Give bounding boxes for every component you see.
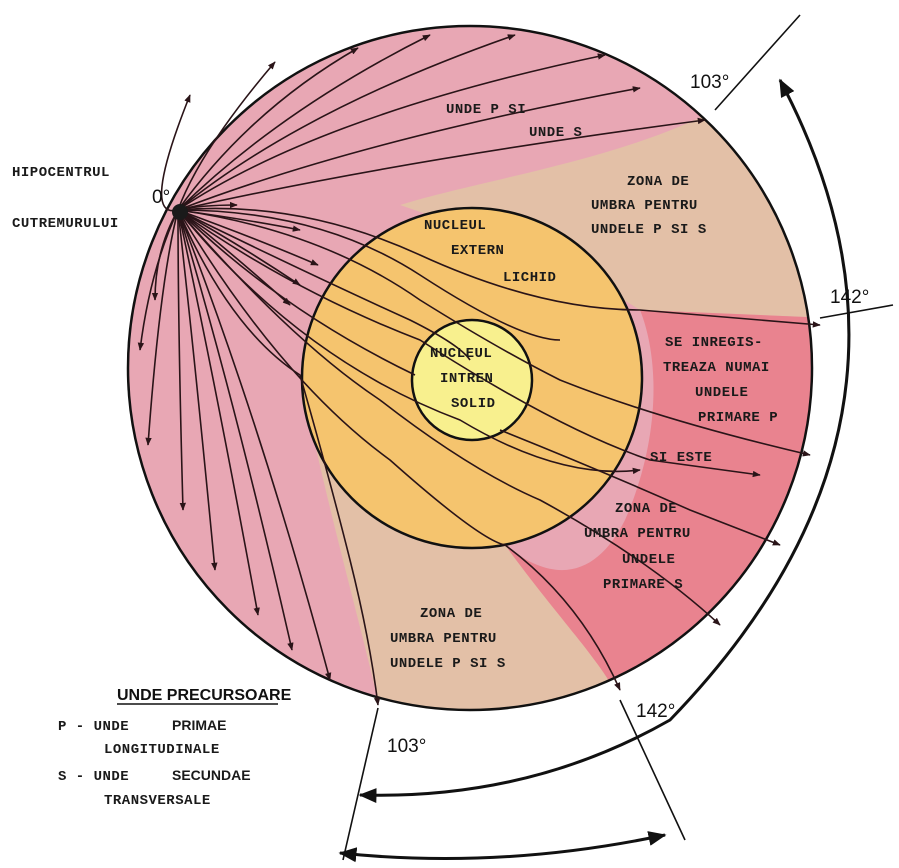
degree-142-right-label: 142° (830, 287, 869, 308)
angle-markers (338, 14, 894, 863)
marker-142-right (819, 304, 894, 319)
legend-p-word: PRIMAE (172, 717, 226, 733)
p-only-label-line1: SE INREGIS- (665, 335, 763, 351)
outer-core-label-line3: LICHID (503, 270, 556, 286)
shadow-ps-top-line1: ZONA DE (627, 174, 689, 190)
degree-103-bottom-label: 103° (387, 736, 426, 757)
p-only-label-line5: SI ESTE (650, 450, 712, 466)
shadow-s-label-line2: UMBRA PENTRU (584, 526, 691, 542)
shadow-ps-top-line2: UMBRA PENTRU (591, 198, 698, 214)
shadow-s-label-line1: ZONA DE (615, 501, 677, 517)
hypocenter-label-line1: HIPOCENTRUL (12, 165, 110, 181)
arc-142-range (338, 831, 667, 863)
p-and-s-label-line1: UNDE P SI (446, 102, 526, 118)
legend-s-prefix: S - UNDE (58, 769, 129, 785)
inner-core-label-line2: INTREN (440, 371, 493, 387)
shadow-ps-bottom-line1: ZONA DE (420, 606, 482, 622)
hypocenter-label-line2: CUTREMURULUI (12, 216, 119, 232)
degree-103-top-label: 103° (690, 72, 729, 93)
shadow-s-label-line3: UNDELE (622, 552, 675, 568)
inner-core-label-line1: NUCLEUL (430, 346, 492, 362)
legend-p-line2: LONGITUDINALE (104, 742, 220, 758)
degree-142-bottom-label: 142° (636, 701, 675, 722)
shadow-ps-bottom-line3: UNDELE P SI S (390, 656, 506, 672)
arc-103-range (358, 78, 851, 803)
legend-title: UNDE PRECURSOARE (117, 687, 292, 704)
p-only-label-line2: TREAZA NUMAI (663, 360, 770, 376)
hypocenter-point (172, 204, 188, 220)
legend-s-line2: TRANSVERSALE (104, 793, 211, 809)
shadow-ps-top-line3: UNDELE P SI S (591, 222, 707, 238)
p-only-label-line3: UNDELE (695, 385, 748, 401)
degree-0-label: 0° (152, 187, 170, 208)
legend-p-prefix: P - UNDE (58, 719, 129, 735)
outer-core-label-line1: NUCLEUL (424, 218, 486, 234)
shadow-ps-bottom-line2: UMBRA PENTRU (390, 631, 497, 647)
shadow-s-label-line4: PRIMARE S (603, 577, 683, 593)
p-and-s-label-line2: UNDE S (529, 125, 582, 141)
marker-103-bottom (342, 707, 379, 861)
legend: UNDE PRECURSOARE P - UNDE PRIMAE LONGITU… (58, 687, 292, 809)
legend-s-word: SECUNDAE (172, 767, 251, 783)
inner-core-label-line3: SOLID (451, 396, 496, 412)
outer-core-label-line2: EXTERN (451, 243, 504, 259)
labels: HIPOCENTRUL CUTREMURULUI 0° 103° 142° 14… (12, 72, 869, 757)
p-only-label-line4: PRIMARE P (698, 410, 778, 426)
